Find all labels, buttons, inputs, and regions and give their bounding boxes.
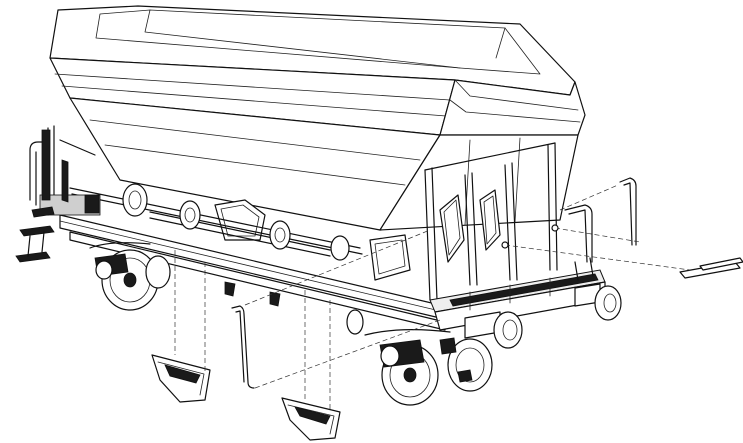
right-deck-grating [449,273,599,307]
lower-handrail [231,305,255,389]
handrail-part-1 [619,177,637,246]
wheelset-rear [89,242,171,311]
hopper-body [49,5,586,301]
discharge-chutes [151,354,341,441]
end-opening-1 [439,194,465,263]
assembly-leaders [174,184,691,412]
rear-spring [89,242,151,249]
hopper-end-lower [379,134,579,231]
left-handrail [29,141,49,206]
end-opening-2 [479,189,501,251]
left-step-lower [15,251,51,263]
underframe [59,183,446,331]
end-frame-post-left [424,167,438,301]
left-end-platform [15,125,101,263]
buffers [464,283,622,349]
buffer-front-left [493,311,523,349]
end-frame-post-right [547,142,558,271]
handrail-part-2 [564,204,593,263]
buffer-front-right [594,285,622,321]
left-step-upper [19,225,55,237]
solebar-lower [69,231,446,331]
brake-cylinder-1 [122,183,148,217]
brake-cylinder-2 [179,200,201,230]
side-opening-1 [369,234,411,281]
brake-cylinder-3 [269,220,291,250]
handrail-parts [231,177,743,389]
wheelset-front [346,309,493,406]
front-spring [364,329,451,336]
brake-cylinder-4 [330,235,350,261]
